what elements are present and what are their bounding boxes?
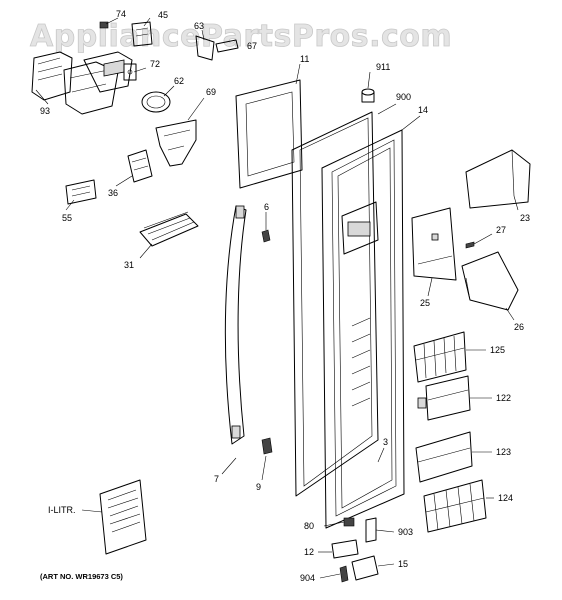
door-outer-900 — [291, 111, 379, 497]
callout-903: 903 — [398, 527, 413, 537]
bin-26 — [461, 251, 519, 311]
cap-911 — [361, 88, 375, 103]
door-rails — [351, 317, 371, 407]
callout-911: 911 — [376, 62, 390, 72]
manual-booklet — [99, 479, 147, 555]
cover-23 — [465, 149, 531, 209]
callout-6: 6 — [264, 202, 269, 212]
callout-74: 74 — [116, 9, 126, 19]
ring-62 — [141, 91, 171, 113]
callout-36: 36 — [108, 188, 118, 198]
part-12 — [331, 539, 359, 559]
part-15 — [351, 555, 379, 581]
callout-7: 7 — [214, 474, 219, 484]
bin-122 — [417, 375, 471, 421]
callout-23: 23 — [520, 213, 530, 223]
bracket-45 — [131, 21, 153, 47]
callout-93: 93 — [40, 106, 50, 116]
callout-122: 122 — [496, 393, 511, 403]
tube-903 — [365, 517, 377, 543]
part-904 — [339, 565, 349, 583]
callout-11: 11 — [300, 54, 309, 64]
dispenser-recess — [341, 201, 379, 255]
screw-27 — [465, 241, 475, 249]
small-part-74 — [99, 21, 109, 29]
callout-26: 26 — [514, 322, 524, 332]
basket-125 — [413, 331, 467, 383]
callout-27: 27 — [496, 225, 506, 235]
art-number: (ART NO. WR19673 C5) — [40, 572, 123, 581]
callout-123: 123 — [496, 447, 511, 457]
callout-45: 45 — [158, 10, 168, 20]
basket-124 — [423, 479, 487, 533]
callout-3: 3 — [383, 437, 388, 447]
bin-123 — [415, 431, 473, 483]
callout-72: 72 — [150, 59, 160, 69]
switch-72 — [123, 63, 137, 81]
callout-15: 15 — [398, 559, 408, 569]
callout-55: 55 — [62, 213, 72, 223]
callout-25: 25 — [420, 298, 430, 308]
part-80 — [343, 517, 355, 527]
grille-31 — [139, 211, 199, 247]
leader-lines — [35, 17, 519, 579]
callout-63: 63 — [194, 21, 204, 31]
callout-12: 12 — [304, 547, 314, 557]
callout-904: 904 — [300, 573, 315, 583]
callout-124: 124 — [498, 493, 513, 503]
callout-62: 62 — [174, 76, 184, 86]
handle-7 — [224, 205, 247, 445]
manual-label: I-LITR. — [48, 505, 76, 515]
callout-67: 67 — [247, 41, 257, 51]
screw-6 — [261, 229, 271, 243]
callout-labels: 74 45 63 67 72 62 69 93 11 911 900 14 36… — [40, 9, 530, 583]
frame-11 — [235, 79, 303, 189]
callout-14: 14 — [418, 105, 428, 115]
shelf-25 — [411, 207, 457, 281]
lever-63-67 — [195, 35, 239, 61]
pcb-55 — [65, 179, 97, 205]
callout-69: 69 — [206, 87, 216, 97]
callout-80: 80 — [304, 521, 314, 531]
door-gasket-14 — [321, 129, 405, 529]
callout-9: 9 — [256, 482, 261, 492]
watermark-text: AppliancePartsPros.com — [30, 19, 452, 54]
callout-125: 125 — [490, 345, 505, 355]
funnel-69 — [155, 119, 197, 167]
screw-9 — [261, 437, 273, 455]
motor-36 — [127, 149, 153, 183]
dispenser-housing-93 — [31, 51, 133, 115]
callout-31: 31 — [124, 260, 134, 270]
callout-900: 900 — [396, 92, 411, 102]
